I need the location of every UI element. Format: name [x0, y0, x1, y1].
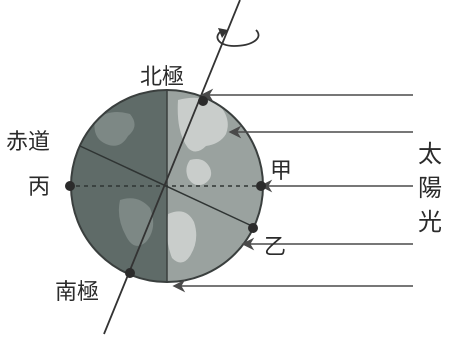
sunlight-rays: [172, 88, 413, 293]
point-jia-label: 甲: [270, 159, 292, 184]
sunlight-label-3: 光: [418, 208, 442, 236]
point-bing-label: 丙: [28, 175, 50, 200]
rotation-arrow-icon: [216, 28, 260, 47]
land-night-north: [94, 112, 135, 146]
land-day-north: [177, 97, 228, 152]
south-pole-point: [125, 268, 135, 278]
rotation-axis: [103, 0, 241, 335]
equator-label: 赤道: [6, 130, 50, 155]
sunlight-label-2: 陽: [418, 174, 442, 202]
sunlight-label-1: 太: [418, 140, 442, 168]
north-pole-point: [198, 96, 208, 106]
south-pole-label: 南極: [55, 280, 99, 305]
earth-globe: [71, 90, 263, 282]
night-hemisphere: [71, 90, 167, 282]
land-day-mid: [186, 159, 212, 186]
point-bing-dot: [65, 181, 75, 191]
land-day-south: [166, 211, 197, 263]
point-jia-dot: [256, 181, 266, 191]
point-yi-label: 乙: [264, 235, 286, 260]
point-yi-dot: [248, 223, 258, 233]
north-pole-label: 北極: [140, 65, 184, 90]
